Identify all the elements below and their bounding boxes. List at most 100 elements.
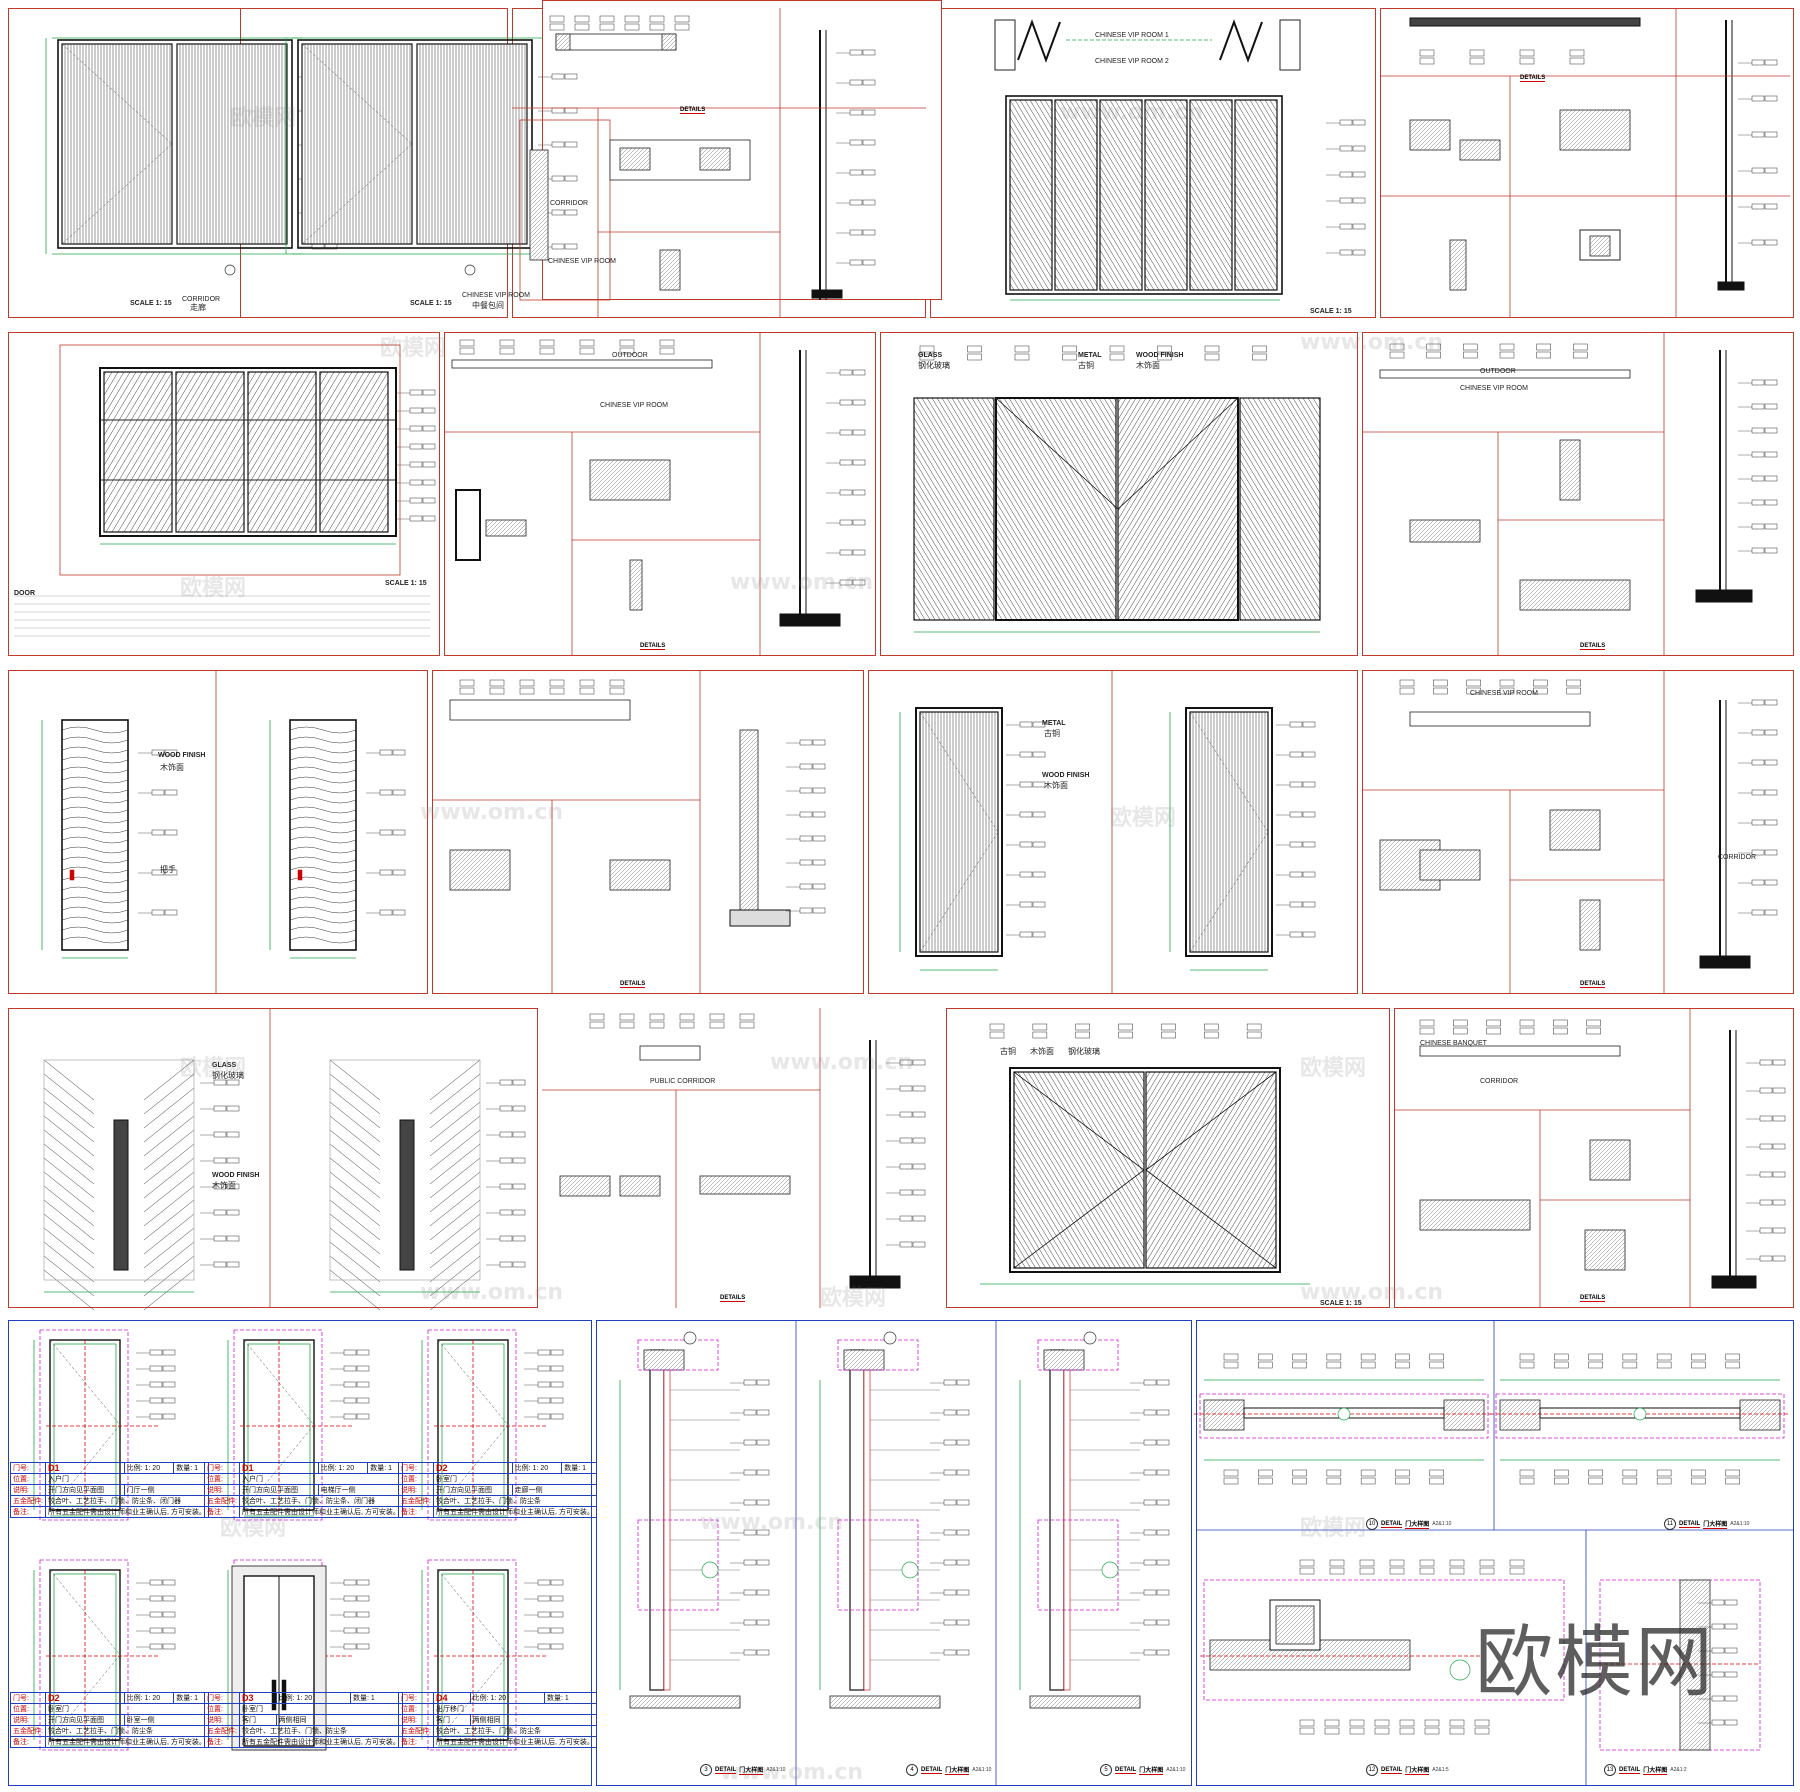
r3-db-hatch3-hatch [1549,809,1567,827]
r2-elev-0-diag [104,411,172,526]
sect-1-floor-hatch [837,1695,851,1709]
r3-db-hatch2-hatch [1453,853,1481,881]
r2-piv-leaf-l-diag [1103,398,1116,419]
r4-glass-0-tag [226,1209,240,1216]
r4-glass-1-chev [329,1073,381,1115]
r4-elev-l-diag [888,1072,1006,1268]
r1-fold-3-diag [1300,100,1414,290]
r2-piv-side-r-diag [1353,398,1486,620]
sect-1-tag [943,1649,957,1656]
r4-da-bubble [619,1021,635,1029]
r2-piv-leaf-r-diag [938,398,1071,620]
r1-db-d1-hatch [1409,119,1439,149]
r1-da-hatch-hatch [699,147,713,161]
r4-elev-r-diag [1232,1194,1276,1268]
r4-da-bubble [589,1013,605,1021]
r1-fold-4-diag [1190,124,1232,196]
r2-da-hatch2-hatch [589,459,607,477]
plan-13-wall-hatch [1679,1579,1709,1609]
r4-db-bubble [1419,1027,1435,1035]
r3-wood-1-grain [289,796,357,804]
r1-db-d3 [1559,109,1631,151]
r4-elev-r-diag [1197,1136,1276,1268]
plan-1-top-bubble [1554,1361,1569,1369]
schedule-cell-hw: 铰合叶、工艺拉手、门锁、防尘条、闭门器 [44,1495,209,1507]
r2-piv-leaf-r-diag [1118,398,1197,529]
r2-piv-side-l-diag [914,475,994,611]
r4-elev-l-diag [1014,1264,1016,1268]
r3-db-hatch-hatch [1379,839,1385,845]
plan-12-sill-hatch [1209,1639,1231,1661]
r1-da-sill-hatch [659,249,665,255]
r3-wood-0-tag [151,829,165,836]
r2-da-bubble [499,347,515,355]
r2-db-hatch-hatch [1455,519,1479,543]
sect-2-floor-hatch [1069,1695,1083,1709]
r1-fold-2-diag [1119,100,1142,138]
r3-db-hatch2-hatch [1477,877,1481,881]
schedule-cell-hw: 铰合叶、工艺拉手、门锁、防尘条 [44,1725,209,1737]
r1-fold-5-diag [1235,199,1277,271]
r2-piv-leaf-l-diag [1244,398,1377,620]
details-title-text: DETAILS [680,106,706,114]
r2-db-right-tag [1751,523,1765,530]
r2-elev-3-diag [320,372,353,426]
r2-da-bubble [539,347,555,355]
plan-12-top-bubble [1329,1559,1345,1567]
r2-piv-side-r-diag [1388,398,1521,620]
sect-0-tag [756,1649,770,1656]
r3-wood-0-tag [151,909,165,916]
r4-elev-l-diag [1027,1072,1144,1266]
r1-da-right-tag [862,199,876,206]
plan-0-top-bubble [1326,1353,1342,1361]
details-title-text: DETAILS [1580,980,1606,988]
plan-1-wall-r-hatch [1739,1399,1753,1413]
r3-db-hatch4-hatch [1581,931,1601,951]
r2-elev-1-diag [0,372,58,532]
detail-title: DETAIL [921,1766,943,1774]
r2-elev-1-diag [176,372,233,466]
sect-1-head-hatch [863,1349,885,1371]
plan-12-top-bubble [1389,1567,1405,1575]
r4-elev-l-diag [1218,1072,1336,1268]
r3-wood-1-tag [379,829,393,836]
r4-elev-r-diag [1287,1072,1405,1268]
r4-glass-cn: 钢化玻璃 [212,1071,244,1080]
r4-glass-0-chev [143,1143,195,1185]
schedule-cell-loc: 出厅移门 [432,1703,597,1715]
r1-fold-4-diag [1190,157,1232,229]
r3-db-right-tag [1764,729,1778,736]
sheet-r3-details-a [432,670,864,994]
r3-da-hatch2-hatch [615,859,647,891]
r4-glass-0-chev [43,1241,95,1283]
r4-da-right-tag [899,1241,913,1248]
r2-piv-side-r-diag [1317,398,1320,402]
r1-fold-4-diag [1305,100,1419,290]
sched-door-1-tag [343,1365,357,1372]
r1-fold-3-diag [1164,100,1187,138]
schedule-cell-desc: 客门 [238,1714,277,1726]
r3-db-hatch-hatch [1385,839,1437,891]
r4-elev-l-diag [1014,1114,1106,1268]
r1-fold-1-diag [1270,100,1384,290]
r4-elev-l-diag [1193,1072,1311,1268]
r2-db-hatch-hatch [1475,537,1481,543]
r4-glass-1-tag [499,1261,513,1268]
r4-db-hatch-hatch [1457,1199,1489,1231]
r2-piv-bubble [1109,353,1125,361]
r4-elev-r-diag [1342,1072,1460,1268]
r4-da-hatch-hatch [603,1189,611,1197]
r4-elev-r-diag [967,1072,1085,1268]
r1-da-section-hatch [543,255,549,261]
r4-db-hatch3-hatch [1584,1229,1602,1247]
r4-db-hatch2-hatch [1609,1159,1631,1181]
schedule-cell-ratio: 比例: 1: 20 [123,1692,175,1704]
r1-da-section-hatch [535,247,549,261]
plan-12-sill-hatch [1299,1639,1331,1671]
r2-elev-1-diag [0,372,22,532]
r4-da-hatch3-hatch [709,1175,729,1195]
r3-wood-1-grain [289,916,357,924]
r2-piv-leaf-l-diag [1259,398,1392,620]
r3-da-hatch2-hatch [643,863,671,891]
r1-db-d5h-hatch [1589,235,1611,257]
